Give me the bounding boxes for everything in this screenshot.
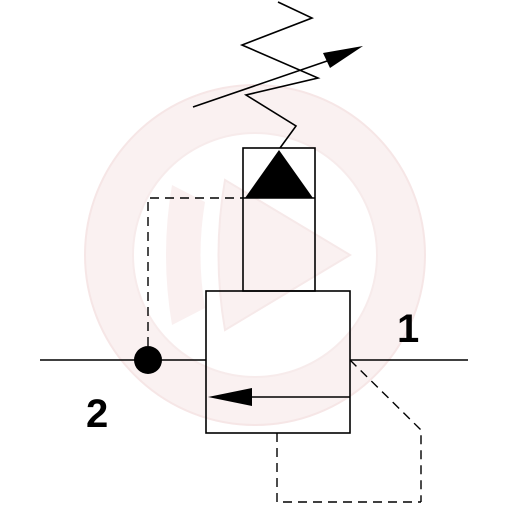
port-1-label: 1 (397, 307, 419, 351)
junction-dot-icon (134, 346, 162, 374)
spring-icon (239, 1, 321, 149)
port-2-label: 2 (86, 392, 108, 436)
adjustment-arrow-line (192, 59, 331, 108)
adjustment-arrow-head-icon (323, 46, 363, 68)
flow-arrow-head-icon (208, 388, 252, 406)
drain-line-loop (276, 433, 421, 503)
poppet-triangle-icon (245, 150, 313, 198)
drain-line-diagonal (349, 359, 422, 502)
valve-body (205, 290, 351, 434)
play-logo-watermark-icon (84, 84, 426, 426)
pilot-line (147, 197, 243, 346)
